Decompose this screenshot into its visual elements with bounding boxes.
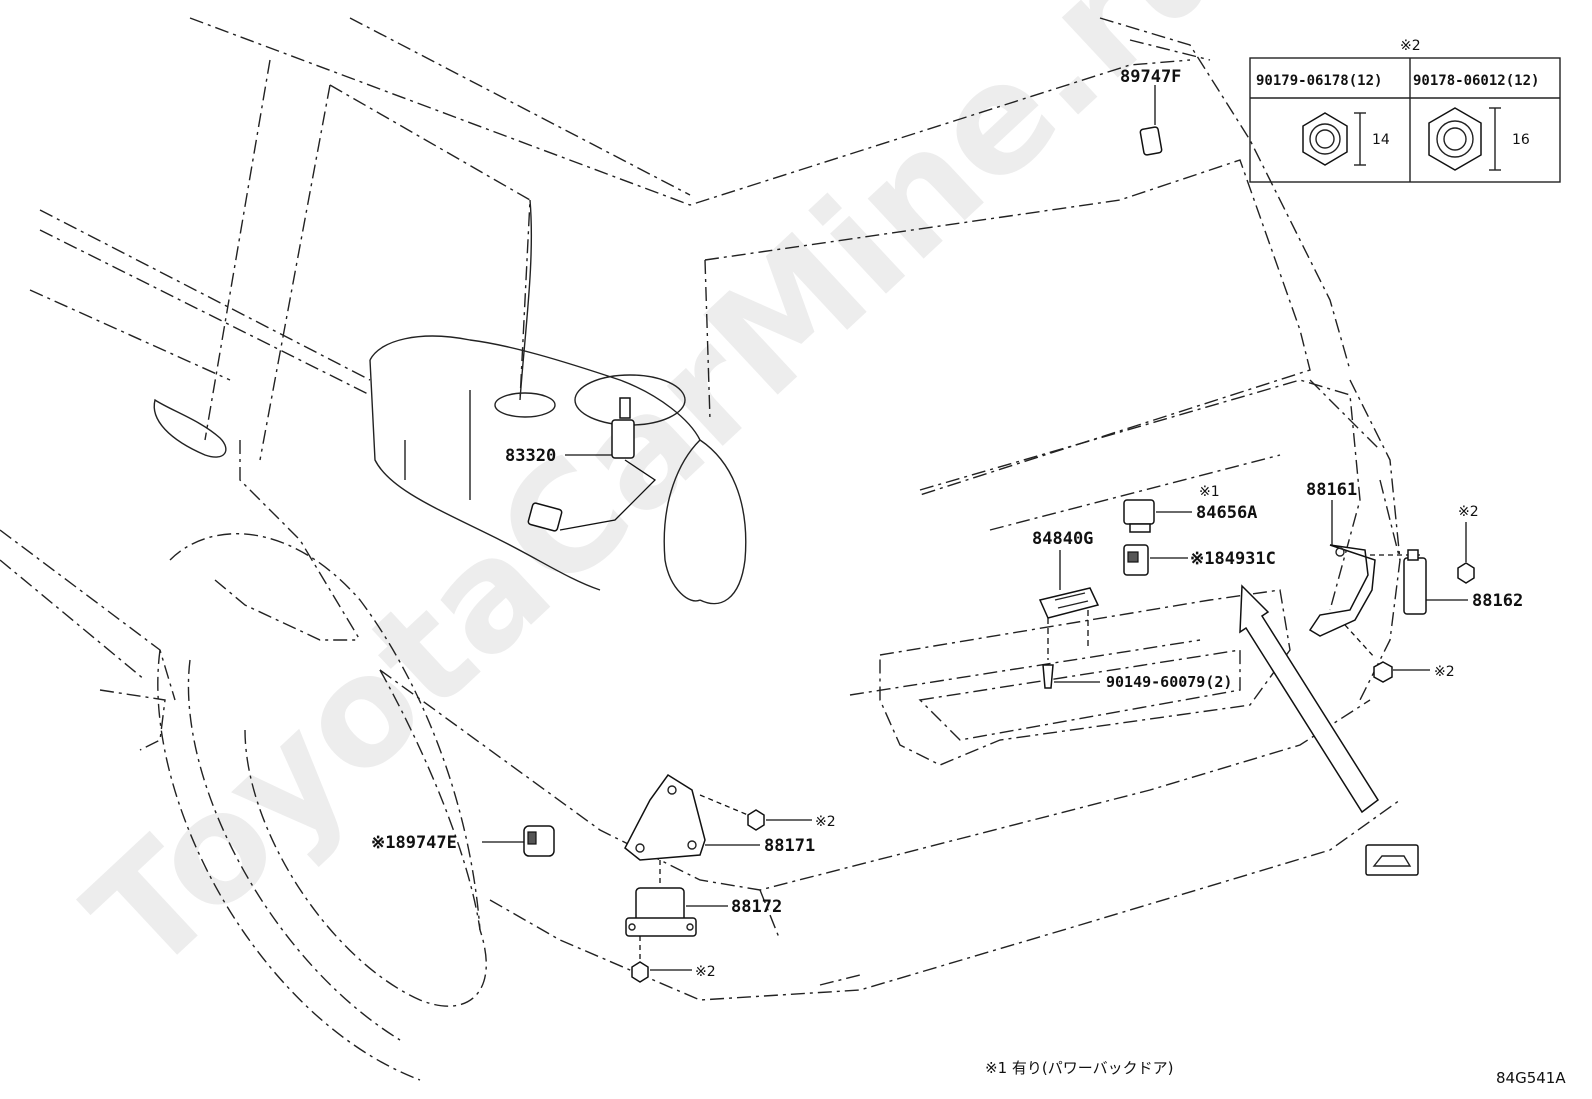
fuel-sender-83320: 83320 (505, 397, 657, 532)
door-handle (153, 398, 227, 458)
label-88162: 88162 (1472, 591, 1523, 611)
label-89747F: 89747F (1120, 67, 1181, 87)
module-88172: 88172 ※2 (625, 860, 782, 983)
part-84931C: ※184931C (1123, 544, 1276, 576)
label-84931C: ※184931C (1190, 549, 1276, 569)
arrow-icon (1239, 584, 1380, 814)
label-88161-mark: ※2 (1434, 664, 1455, 680)
nut-icon (1428, 107, 1501, 171)
vehicle-outline (0, 17, 1401, 1001)
fastener-table: ※2 90179-06178(12) 90178-06012(12) 14 16 (1249, 38, 1561, 183)
drawing-code: 84G541A (1496, 1069, 1566, 1087)
label-88172: 88172 (731, 897, 782, 917)
label-88161: 88161 (1306, 480, 1357, 500)
label-89747E: ※189747E (371, 833, 457, 853)
switch-84840G: 84840G 90149-60079(2) (1032, 529, 1232, 691)
label-88162-mark: ※2 (1458, 504, 1479, 520)
table-header-mark: ※2 (1400, 38, 1421, 54)
label-88172-mark: ※2 (695, 964, 716, 980)
label-90149: 90149-60079(2) (1106, 673, 1232, 691)
label-84656A: 84656A (1196, 503, 1257, 523)
nut-icon (1302, 112, 1366, 166)
sensor-89747F: 89747F (1120, 67, 1181, 156)
label-84656A-mark: ※1 (1199, 484, 1220, 500)
table-part-1: 90179-06178(12) (1256, 73, 1382, 89)
footnote: ※1 有り(パワーバックドア) (985, 1059, 1173, 1077)
label-88171: 88171 (764, 836, 815, 856)
table-size-1: 14 (1372, 132, 1390, 148)
bracket-88171: 88171 ※2 (624, 773, 836, 861)
sensor-89747E: ※189747E (371, 825, 555, 857)
part-84656A: ※1 84656A (1123, 484, 1257, 533)
rear-wheel (157, 533, 487, 1081)
label-83320: 83320 (505, 446, 556, 466)
bracket-88162: 88162 ※2 (1403, 504, 1523, 615)
bracket-88161: 88161 ※2 (1306, 480, 1455, 683)
vehicle-view-icon (1365, 844, 1419, 876)
table-part-2: 90178-06012(12) (1413, 73, 1539, 89)
label-88171-mark: ※2 (815, 814, 836, 830)
table-size-2: 16 (1512, 132, 1530, 148)
label-84840G: 84840G (1032, 529, 1093, 549)
